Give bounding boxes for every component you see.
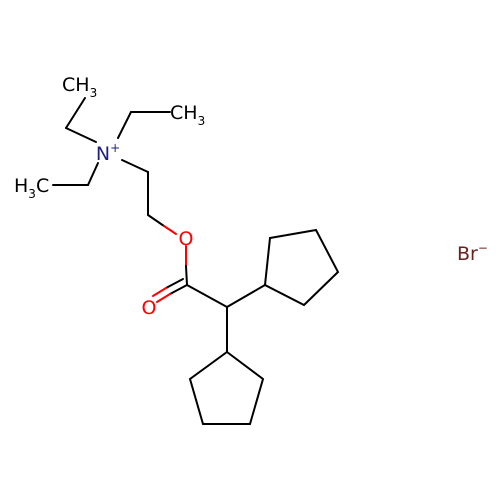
bond-methyl-top xyxy=(65,97,86,129)
bond-o-ester-half xyxy=(163,225,177,235)
nitrogen-symbol: N xyxy=(96,143,110,165)
methyl-left-sub: 3 xyxy=(28,187,36,201)
bond-n-ch2 xyxy=(121,159,149,173)
methyl-top-label: CH3 xyxy=(62,74,97,100)
methyl-right-sub: 3 xyxy=(198,114,206,128)
bromide-charge: − xyxy=(478,241,488,255)
bond-ethyl-top-n xyxy=(65,127,97,143)
bromide-ion-label: Br− xyxy=(457,241,488,265)
bond-double-a-red xyxy=(156,293,171,303)
carbonyl-oxygen-label: O xyxy=(142,297,157,319)
nitrogen-atom-label: N+ xyxy=(96,141,120,165)
methyl-left-label: H3C xyxy=(14,175,49,201)
bond-alpha-ring-upper xyxy=(226,284,266,308)
methyl-left-tail: C xyxy=(36,175,49,197)
bond-lines xyxy=(52,97,340,425)
bond-carbonyl-alpha xyxy=(186,284,228,308)
methyl-right-label: CH3 xyxy=(170,102,205,128)
bond-ethyl-right-n xyxy=(117,111,132,139)
methyl-top-sub: 3 xyxy=(90,86,98,100)
bond-double-b-black xyxy=(165,278,184,289)
oxygen-bonds xyxy=(152,225,188,303)
bond-ethyl-left-n xyxy=(87,162,99,186)
ester-oxygen-label: O xyxy=(179,228,194,250)
bond-o-carbonyl-single-black xyxy=(185,265,188,286)
methyl-top-base: CH xyxy=(62,74,90,96)
methyl-left-base: H xyxy=(14,175,28,197)
cyclopentane-ring-upper xyxy=(263,228,340,307)
methyl-right-base: CH xyxy=(170,102,198,124)
cyclopentane-ring-lower xyxy=(188,350,265,425)
bond-double-b-red xyxy=(152,287,167,297)
bromide-symbol: Br xyxy=(457,243,478,265)
nitrogen-charge: + xyxy=(110,141,120,155)
bond-double-a-black xyxy=(169,284,188,295)
bond-ch2-o xyxy=(147,214,165,227)
